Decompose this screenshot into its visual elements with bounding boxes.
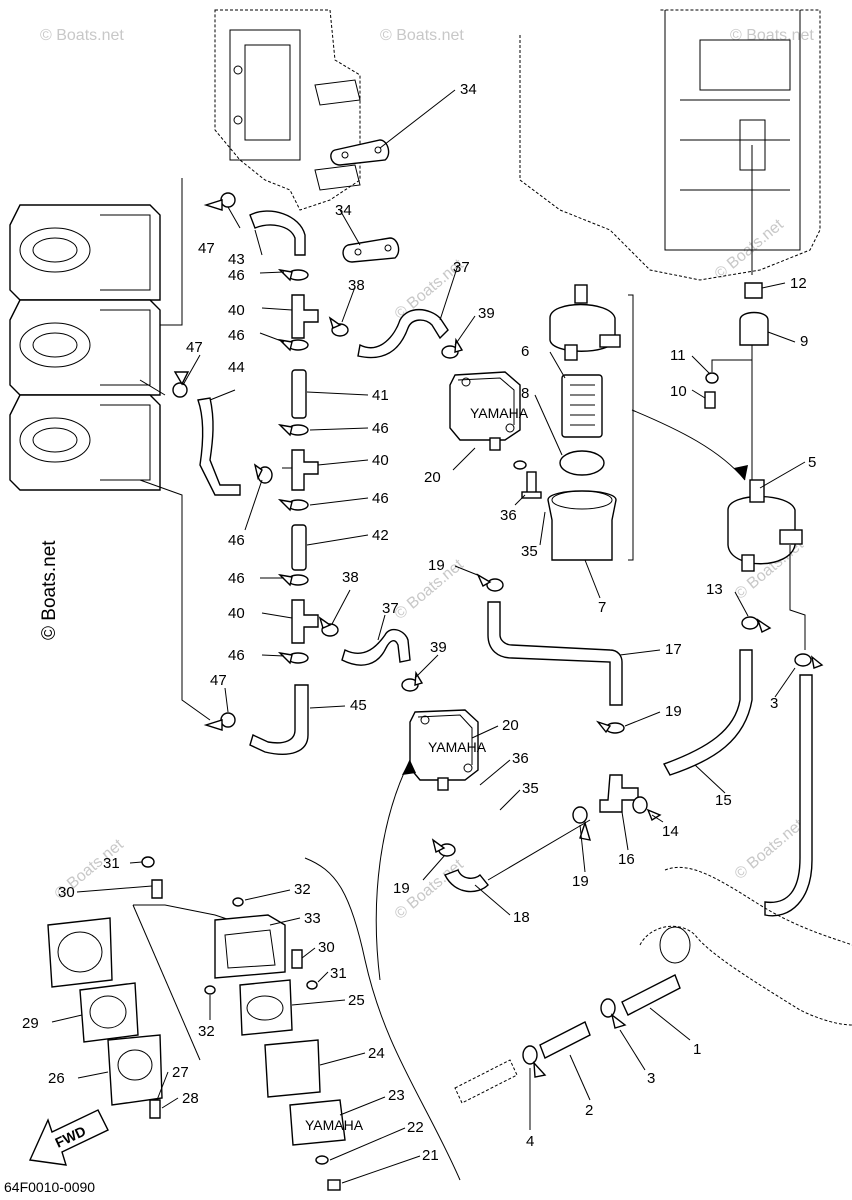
callout-11: 11 <box>670 347 686 364</box>
fuel-pump-lower: YAMAHA <box>409 709 487 791</box>
callout-46: 46 <box>228 570 245 587</box>
pump-label: YAMAHA <box>470 405 529 421</box>
fuel-pump-exploded: YAMAHA <box>47 856 461 1191</box>
callout-37: 37 <box>453 259 470 276</box>
callout-18: 18 <box>513 909 530 926</box>
callout-46: 46 <box>228 647 245 664</box>
callout-39: 39 <box>478 305 495 322</box>
callout-22: 22 <box>407 1119 424 1136</box>
flow-arrows <box>375 409 748 981</box>
carburetor-stack <box>9 204 161 491</box>
callout-44: 44 <box>228 359 245 376</box>
callout-14: 14 <box>662 823 679 840</box>
callout-6: 6 <box>521 343 529 360</box>
callout-35: 35 <box>522 780 539 797</box>
callout-28: 28 <box>182 1090 199 1107</box>
callout-31: 31 <box>103 855 120 872</box>
callout-30: 30 <box>58 884 75 901</box>
right-filter-assembly <box>431 282 824 917</box>
callout-9: 9 <box>800 333 808 350</box>
callout-20: 20 <box>502 717 519 734</box>
callout-39: 39 <box>430 639 447 656</box>
watermark-vertical: © Boats.net <box>39 540 60 640</box>
callout-33: 33 <box>304 910 321 927</box>
callout-47: 47 <box>210 672 227 689</box>
callout-2: 2 <box>585 1102 593 1119</box>
watermark: © Boats.net <box>730 27 814 44</box>
callout-31: 31 <box>330 965 347 982</box>
pump-label: YAMAHA <box>428 739 487 755</box>
fwd-arrow-icon: FWD <box>28 1109 109 1166</box>
callout-32: 32 <box>198 1023 215 1040</box>
callout-13: 13 <box>706 581 723 598</box>
callout-24: 24 <box>368 1045 385 1062</box>
callout-40: 40 <box>228 302 245 319</box>
watermark: © Boats.net <box>40 27 124 44</box>
callout-35: 35 <box>521 543 538 560</box>
gaskets-34 <box>330 139 400 263</box>
callout-30: 30 <box>318 939 335 956</box>
callout-19: 19 <box>572 873 589 890</box>
callout-40: 40 <box>228 605 245 622</box>
callout-1: 1 <box>693 1041 701 1058</box>
callout-3: 3 <box>647 1070 655 1087</box>
callout-10: 10 <box>670 383 687 400</box>
callout-40: 40 <box>372 452 389 469</box>
callout-12: 12 <box>790 275 807 292</box>
watermark: © Boats.net <box>732 816 808 883</box>
callout-5: 5 <box>808 454 816 471</box>
callout-47: 47 <box>186 339 203 356</box>
callout-leaders <box>51 89 806 1184</box>
callout-34: 34 <box>335 202 352 219</box>
watermark: © Boats.net <box>380 27 464 44</box>
callout-26: 26 <box>48 1070 65 1087</box>
callout-37: 37 <box>382 600 399 617</box>
callout-34: 34 <box>460 81 477 98</box>
engine-block-context <box>519 9 821 281</box>
callout-42: 42 <box>372 527 389 544</box>
fuel-filter-exploded <box>513 284 634 561</box>
callout-17: 17 <box>665 641 682 658</box>
callout-43: 43 <box>228 251 245 268</box>
callout-23: 23 <box>388 1087 405 1104</box>
callout-21: 21 <box>422 1147 439 1164</box>
callout-46: 46 <box>228 327 245 344</box>
callout-15: 15 <box>715 792 732 809</box>
callout-38: 38 <box>342 569 359 586</box>
reference-code: 64F0010-0090 <box>4 1179 95 1195</box>
callout-41: 41 <box>372 387 389 404</box>
callout-8: 8 <box>521 385 529 402</box>
callout-46: 46 <box>372 420 389 437</box>
callout-4: 4 <box>526 1133 534 1150</box>
callout-29: 29 <box>22 1015 39 1032</box>
watermark: © Boats.net <box>712 216 788 283</box>
lower-unit-context <box>454 866 852 1104</box>
callout-32: 32 <box>294 881 311 898</box>
callout-46: 46 <box>228 267 245 284</box>
callout-45: 45 <box>350 697 367 714</box>
callout-20: 20 <box>424 469 441 486</box>
callout-38: 38 <box>348 277 365 294</box>
callout-47: 47 <box>198 240 215 257</box>
callout-16: 16 <box>618 851 635 868</box>
callout-19: 19 <box>665 703 682 720</box>
callout-25: 25 <box>348 992 365 1009</box>
callout-7: 7 <box>598 599 606 616</box>
intake-manifold-context <box>214 9 361 211</box>
callout-27: 27 <box>172 1064 189 1081</box>
callout-36: 36 <box>512 750 529 767</box>
fuel-pump-upper: YAMAHA <box>449 371 529 451</box>
callout-19: 19 <box>428 557 445 574</box>
callout-labels: 34 34 37 38 39 6 8 12 9 11 10 5 47 43 46… <box>22 81 816 1164</box>
callout-46: 46 <box>372 490 389 507</box>
callout-36: 36 <box>500 507 517 524</box>
callout-46: 46 <box>228 532 245 549</box>
callout-3: 3 <box>770 695 778 712</box>
upper-hoses <box>318 308 464 692</box>
pump-label: YAMAHA <box>305 1117 364 1133</box>
callout-19: 19 <box>393 880 410 897</box>
